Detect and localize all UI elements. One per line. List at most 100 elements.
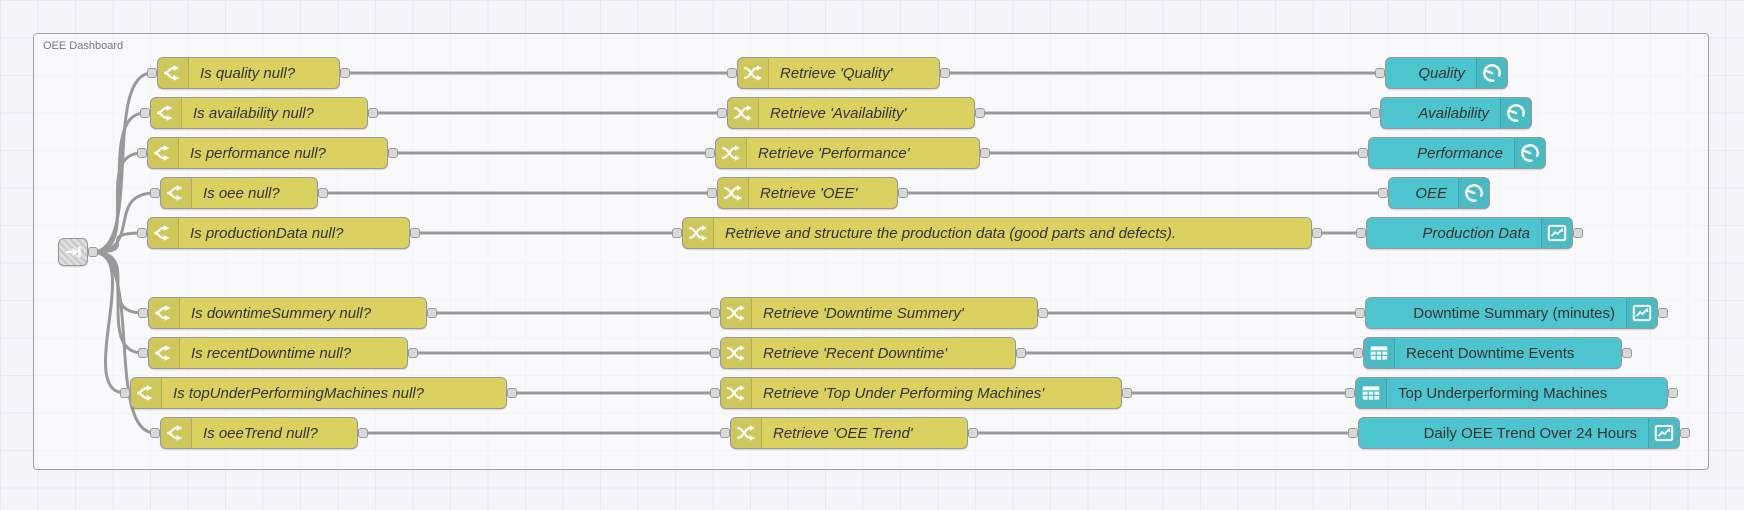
table-node-recent-downtime-events[interactable]: Recent Downtime Events	[1363, 337, 1622, 369]
junction-link-node[interactable]	[58, 238, 88, 266]
output-port[interactable]	[358, 428, 368, 438]
wire-J-L4[interactable]	[91, 191, 157, 254]
chart-node-production-data[interactable]: Production Data	[1366, 217, 1573, 249]
wire-J-L8[interactable]	[91, 250, 127, 395]
input-port[interactable]	[137, 228, 147, 238]
change-node-retrieve-quality[interactable]: Retrieve 'Quality'	[737, 57, 940, 89]
input-port[interactable]	[120, 388, 130, 398]
switch-node-is-productiondata-null[interactable]: Is productionData null?	[147, 217, 410, 249]
change-node-retrieve-downtime-summery[interactable]: Retrieve 'Downtime Summery'	[720, 297, 1038, 329]
input-port[interactable]	[138, 308, 148, 318]
change-node-retrieve-top-under-performing-machines[interactable]: Retrieve 'Top Under Performing Machines'	[720, 377, 1122, 409]
link-out-icon	[63, 242, 83, 262]
switch-node-is-oee-null[interactable]: Is oee null?	[160, 177, 318, 209]
input-port[interactable]	[1355, 308, 1365, 318]
switch-node-is-downtimesummery-null[interactable]: Is downtimeSummery null?	[148, 297, 427, 329]
output-port[interactable]	[388, 148, 398, 158]
output-port[interactable]	[1122, 388, 1132, 398]
output-port[interactable]	[1622, 348, 1632, 358]
output-port[interactable]	[980, 148, 990, 158]
output-port[interactable]	[1668, 388, 1678, 398]
node-label: OEE	[1415, 184, 1447, 202]
gauge-node-availability[interactable]: Availability	[1380, 97, 1532, 129]
output-port[interactable]	[340, 68, 350, 78]
output-port[interactable]	[410, 228, 420, 238]
switch-node-is-topunderperformingmachines-null[interactable]: Is topUnderPerformingMachines null?	[130, 377, 507, 409]
input-port[interactable]	[710, 308, 720, 318]
switch-node-is-performance-null[interactable]: Is performance null?	[147, 137, 388, 169]
switch-node-is-oeetrend-null[interactable]: Is oeeTrend null?	[160, 417, 358, 449]
change-icon	[683, 218, 714, 248]
input-port[interactable]	[710, 388, 720, 398]
switch-node-is-quality-null[interactable]: Is quality null?	[157, 57, 340, 89]
input-port[interactable]	[1353, 348, 1363, 358]
input-port[interactable]	[140, 108, 150, 118]
input-port[interactable]	[137, 148, 147, 158]
wire-J-L9[interactable]	[91, 250, 157, 435]
gauge-node-oee[interactable]: OEE	[1388, 177, 1490, 209]
change-node-retrieve-production-data[interactable]: Retrieve and structure the production da…	[682, 217, 1312, 249]
input-port[interactable]	[717, 108, 727, 118]
switch-icon	[148, 138, 179, 168]
table-node-top-underperforming-machines[interactable]: Top Underperforming Machines	[1355, 377, 1668, 409]
input-port[interactable]	[1356, 228, 1366, 238]
change-node-retrieve-performance[interactable]: Retrieve 'Performance'	[715, 137, 980, 169]
group-label: OEE Dashboard	[43, 40, 124, 52]
input-port[interactable]	[1345, 388, 1355, 398]
input-port[interactable]	[720, 428, 730, 438]
output-port[interactable]	[318, 188, 328, 198]
switch-icon	[148, 218, 179, 248]
input-port[interactable]	[1378, 188, 1388, 198]
node-label: Is productionData null?	[190, 224, 344, 242]
node-label: Is recentDowntime null?	[191, 344, 352, 362]
output-port[interactable]	[88, 247, 98, 257]
output-port[interactable]	[1016, 348, 1026, 358]
input-port[interactable]	[150, 188, 160, 198]
output-port[interactable]	[968, 428, 978, 438]
change-node-retrieve-availability[interactable]: Retrieve 'Availability'	[727, 97, 975, 129]
input-port[interactable]	[147, 68, 157, 78]
change-node-retrieve-oee[interactable]: Retrieve 'OEE'	[717, 177, 898, 209]
input-port[interactable]	[1370, 108, 1380, 118]
output-port[interactable]	[1573, 228, 1583, 238]
switch-icon	[161, 178, 192, 208]
gauge-icon	[1500, 98, 1531, 128]
switch-node-is-recentdowntime-null[interactable]: Is recentDowntime null?	[148, 337, 408, 369]
output-port[interactable]	[898, 188, 908, 198]
switch-icon	[151, 98, 182, 128]
output-port[interactable]	[408, 348, 418, 358]
input-port[interactable]	[1348, 428, 1358, 438]
output-port[interactable]	[940, 68, 950, 78]
input-port[interactable]	[1358, 148, 1368, 158]
input-port[interactable]	[707, 188, 717, 198]
node-label: Retrieve 'Quality'	[780, 64, 893, 82]
output-port[interactable]	[975, 108, 985, 118]
switch-node-is-availability-null[interactable]: Is availability null?	[150, 97, 368, 129]
node-label: Is availability null?	[193, 104, 314, 122]
output-port[interactable]	[1658, 308, 1668, 318]
input-port[interactable]	[1375, 68, 1385, 78]
input-port[interactable]	[710, 348, 720, 358]
input-port[interactable]	[672, 228, 682, 238]
output-port[interactable]	[427, 308, 437, 318]
change-node-retrieve-oee-trend[interactable]: Retrieve 'OEE Trend'	[730, 417, 968, 449]
gauge-node-quality[interactable]: Quality	[1385, 57, 1508, 89]
node-label: Performance	[1417, 144, 1503, 162]
input-port[interactable]	[138, 348, 148, 358]
input-port[interactable]	[727, 68, 737, 78]
chart-node-daily-oee-trend-over-24-hours[interactable]: Daily OEE Trend Over 24 Hours	[1358, 417, 1680, 449]
input-port[interactable]	[705, 148, 715, 158]
node-label: Retrieve 'Downtime Summery'	[763, 304, 964, 322]
change-node-retrieve-recent-downtime[interactable]: Retrieve 'Recent Downtime'	[720, 337, 1016, 369]
wire-J-L5[interactable]	[91, 231, 144, 254]
gauge-node-performance[interactable]: Performance	[1368, 137, 1546, 169]
output-port[interactable]	[1312, 228, 1322, 238]
output-port[interactable]	[368, 108, 378, 118]
input-port[interactable]	[150, 428, 160, 438]
output-port[interactable]	[1680, 428, 1690, 438]
output-port[interactable]	[1038, 308, 1048, 318]
wire-J-L3[interactable]	[91, 151, 144, 254]
chart-node-downtime-summary-minutes[interactable]: Downtime Summary (minutes)	[1365, 297, 1658, 329]
output-port[interactable]	[507, 388, 517, 398]
